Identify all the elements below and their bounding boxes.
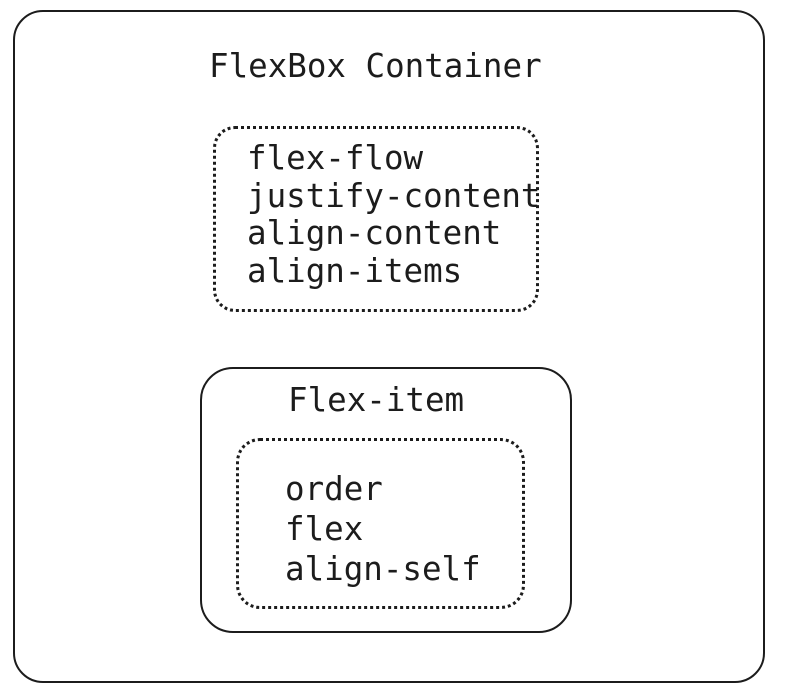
container-property-align-items: align-items	[247, 252, 463, 291]
item-property-order: order	[285, 470, 383, 508]
container-properties-box: flex-flow justify-content align-content …	[213, 126, 541, 312]
flexbox-container-title: FlexBox Container	[209, 47, 542, 85]
container-property-justify-content: justify-content	[247, 176, 541, 215]
container-property-align-content: align-content	[247, 214, 502, 253]
container-property-flex-flow: flex-flow	[247, 139, 424, 177]
flex-item-title: Flex-item	[288, 381, 465, 419]
item-property-align-self: align-self	[285, 550, 481, 588]
flex-item-box: Flex-item order flex align-self	[200, 367, 572, 633]
item-properties-box: order flex align-self	[236, 438, 525, 609]
flexbox-container-box: FlexBox Container flex-flow justify-cont…	[13, 10, 765, 683]
item-property-flex: flex	[285, 510, 364, 548]
